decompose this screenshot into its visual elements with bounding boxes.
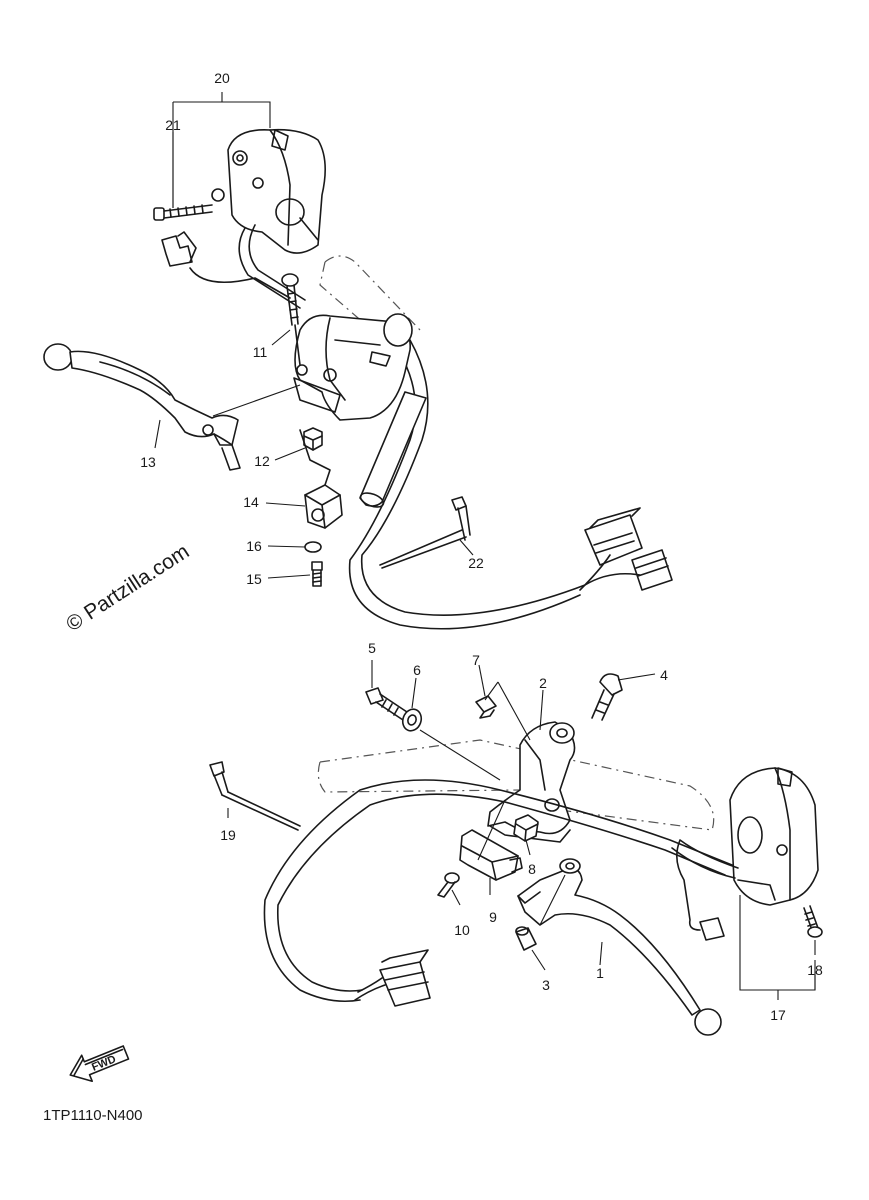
callout-21[interactable]: 21 bbox=[165, 117, 181, 133]
fwd-arrow-icon: FWD bbox=[69, 1045, 130, 1083]
cable-tie-22[interactable] bbox=[379, 496, 471, 569]
callout-labels: 1 2 3 4 5 6 7 8 9 10 11 12 13 14 15 16 1… bbox=[140, 70, 823, 1023]
callout-14[interactable]: 14 bbox=[243, 494, 259, 510]
bolt-5[interactable] bbox=[365, 687, 411, 723]
switch-14[interactable] bbox=[299, 429, 343, 529]
svg-text:FWD: FWD bbox=[90, 1053, 118, 1074]
right-switch-housing[interactable] bbox=[729, 767, 819, 906]
callout-15[interactable]: 15 bbox=[246, 571, 262, 587]
washer-6[interactable] bbox=[400, 707, 424, 734]
callout-9[interactable]: 9 bbox=[489, 909, 497, 925]
upper-connectors[interactable] bbox=[579, 507, 673, 591]
callout-3[interactable]: 3 bbox=[542, 977, 550, 993]
small-connector-lower bbox=[699, 917, 725, 941]
nut-12[interactable] bbox=[303, 427, 323, 451]
callout-6[interactable]: 6 bbox=[413, 662, 421, 678]
upper-lever-bracket[interactable] bbox=[293, 313, 413, 421]
callout-2[interactable]: 2 bbox=[539, 675, 547, 691]
callout-17[interactable]: 17 bbox=[770, 1007, 786, 1023]
callout-10[interactable]: 10 bbox=[454, 922, 470, 938]
left-switch-wire-connector-wire bbox=[189, 267, 291, 299]
callout-12[interactable]: 12 bbox=[254, 453, 270, 469]
bolt-4[interactable] bbox=[591, 673, 623, 721]
collar-3[interactable] bbox=[515, 926, 537, 951]
callout-18[interactable]: 18 bbox=[807, 962, 823, 978]
screw-7[interactable] bbox=[475, 695, 497, 719]
lower-lever[interactable] bbox=[517, 858, 722, 1036]
diagram-code: 1TP1110-N400 bbox=[43, 1107, 143, 1124]
leader-lines bbox=[154, 92, 816, 1000]
callout-4[interactable]: 4 bbox=[660, 667, 668, 683]
callout-8[interactable]: 8 bbox=[528, 861, 536, 877]
callout-7[interactable]: 7 bbox=[472, 652, 480, 668]
cable-tie-19[interactable] bbox=[209, 761, 301, 831]
screw-18[interactable] bbox=[803, 905, 823, 938]
upper-cable-sleeve bbox=[359, 391, 427, 507]
callout-5[interactable]: 5 bbox=[368, 640, 376, 656]
washer-16[interactable] bbox=[304, 541, 322, 553]
small-connector-upper bbox=[161, 235, 193, 267]
bolt-11[interactable] bbox=[281, 273, 301, 366]
upper-assembly bbox=[43, 128, 673, 630]
lower-main-cable bbox=[263, 779, 733, 1003]
callout-16[interactable]: 16 bbox=[246, 538, 262, 554]
callout-11[interactable]: 11 bbox=[253, 344, 268, 360]
switch-9[interactable] bbox=[459, 829, 523, 881]
screw-15[interactable] bbox=[311, 561, 323, 587]
lower-connector[interactable] bbox=[354, 949, 431, 1007]
callout-13[interactable]: 13 bbox=[140, 454, 156, 470]
left-switch-wire bbox=[238, 224, 306, 309]
lower-assembly bbox=[209, 673, 823, 1036]
callout-22[interactable]: 22 bbox=[468, 555, 484, 571]
screw-10[interactable] bbox=[437, 872, 460, 898]
upper-lever[interactable] bbox=[43, 343, 241, 471]
screw-21[interactable] bbox=[153, 204, 213, 221]
callout-20[interactable]: 20 bbox=[214, 70, 230, 86]
callout-19[interactable]: 19 bbox=[220, 827, 236, 843]
watermark: © Partzilla.com bbox=[62, 540, 193, 636]
callout-1[interactable]: 1 bbox=[596, 965, 604, 981]
lower-lever-bracket[interactable] bbox=[487, 721, 576, 843]
lower-handlebar-ghost bbox=[317, 739, 715, 831]
left-switch-housing[interactable] bbox=[211, 128, 326, 254]
nut-8[interactable] bbox=[513, 814, 539, 842]
